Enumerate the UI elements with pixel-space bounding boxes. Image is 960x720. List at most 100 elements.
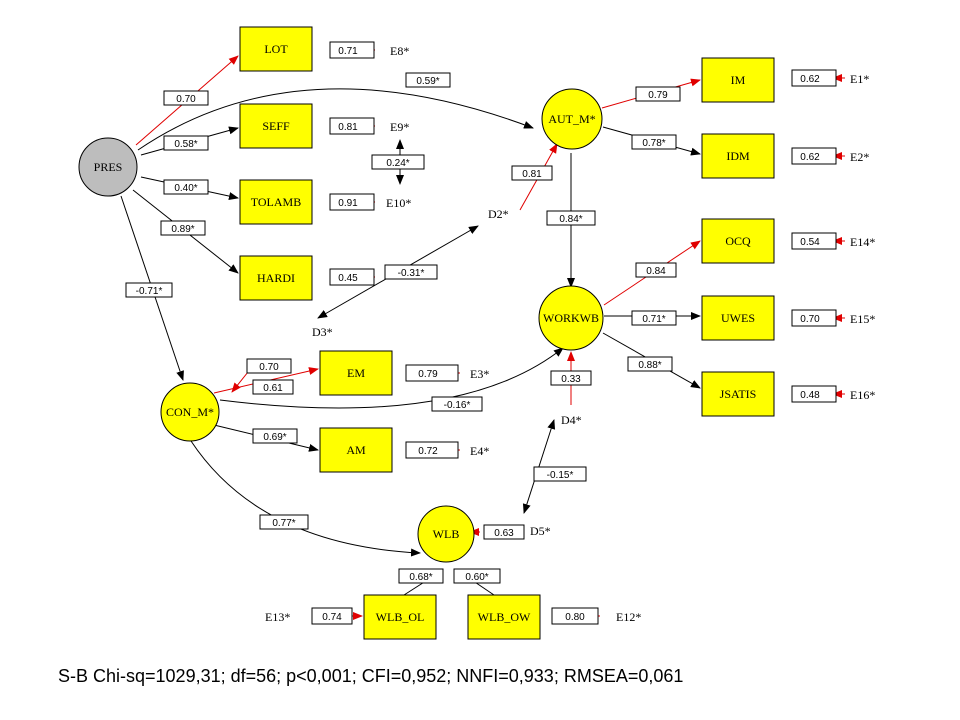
coef-cov-d2-d3: -0.31* [398,268,425,279]
disturbance-d3: D3* [312,325,333,339]
node-jsatis-label: JSATIS [720,387,757,401]
err-value-uwes: 0.70 [800,314,820,325]
err-label-wlb-ol: E13* [265,610,290,624]
err-box-wlb-ow [551,607,599,625]
node-am [319,427,393,473]
node-aut-m-label: AUT_M* [548,112,595,126]
node-ocq [701,218,775,264]
node-con-m-label: CON_M* [166,405,214,419]
err-box-idm [791,147,837,165]
coef-con-em2: 0.61 [263,383,283,394]
coef-box-d2-aut [511,165,553,181]
fit-statistics: S-B Chi-sq=1029,31; df=56; p<0,001; CFI=… [58,666,684,686]
coef-d4-workwb: 0.33 [561,374,581,385]
disturbance-d4: D4* [561,413,582,427]
coef-box-aut-im [635,86,681,102]
arrow-con-workwb [219,347,564,409]
node-idm-label: IDM [726,149,750,163]
node-wlb-ow [467,594,541,640]
coef-box-cov-e9-e10 [371,154,425,170]
err-value-em: 0.79 [418,369,438,380]
err-value-wlb-ol: 0.74 [322,612,342,623]
latent-variables: PRES AUT_M* WORKWB CON_M* WLB [78,88,604,563]
coef-box-d5-wlb [483,524,525,540]
error-terms: 0.71 E8* 0.81 E9* 0.91 E10* 0.45 0.62 E1… [265,41,875,625]
node-wlb-ow-label: WLB_OW [478,610,531,624]
coef-box-con-wlb [259,514,309,530]
node-pres-label: PRES [94,160,123,174]
node-tolamb-label: TOLAMB [251,195,301,209]
node-uwes-label: UWES [721,311,755,325]
err-value-im: 0.62 [800,74,820,85]
err-box-seff [329,117,375,135]
node-lot-label: LOT [264,42,288,56]
coef-con-wlb: 0.77* [272,518,295,529]
err-box-uwes [791,309,837,327]
err-label-wlb-ow: E12* [616,610,641,624]
coef-box-workwb-uwes [631,310,677,326]
err-box-am [405,441,459,459]
disturbance-d5: D5* [530,524,551,538]
coef-pres-con: -0.71* [136,286,163,297]
node-tolamb [239,179,313,225]
node-lot [239,26,313,72]
err-label-jsatis: E16* [850,388,875,402]
err-value-hardi: 0.45 [338,273,358,284]
coef-box-workwb-jsatis [627,356,673,372]
coef-wlb-ol: 0.68* [409,572,432,583]
err-box-lot [329,41,375,59]
coef-pres-lot: 0.70 [176,94,196,105]
coef-workwb-ocq: 0.84 [646,266,666,277]
node-hardi-label: HARDI [257,271,295,285]
coef-box-pres-seff [163,135,209,151]
node-wlb-ol-label: WLB_OL [376,610,425,624]
coef-box-pres-con [125,282,173,298]
coef-pres-seff: 0.58* [174,139,197,150]
node-wlb [417,505,475,563]
err-value-ocq: 0.54 [800,237,820,248]
coef-aut-idm: 0.78* [642,138,665,149]
disturbance-labels: D2* D3* D4* D5* [312,207,582,538]
coef-box-wlb-ol [398,568,444,584]
node-idm [701,133,775,179]
node-workwb [538,285,604,351]
err-box-tolamb [329,193,375,211]
err-label-tolamb: E10* [386,196,411,210]
err-label-im: E1* [850,72,869,86]
node-em [319,350,393,396]
node-aut-m [541,88,603,150]
node-wlb-ol [363,594,437,640]
coef-con-am: 0.69* [263,432,286,443]
coef-pres-aut: 0.59* [416,76,439,87]
coef-box-pres-aut [405,72,451,88]
disturbance-d2: D2* [488,207,509,221]
node-seff [239,103,313,149]
arrow-pres-aut [137,88,534,151]
node-hardi [239,255,313,301]
err-box-ocq [791,232,837,250]
coef-workwb-uwes: 0.71* [642,314,665,325]
err-label-uwes: E15* [850,312,875,326]
coef-d2-aut: 0.81 [522,169,542,180]
err-value-idm: 0.62 [800,152,820,163]
coef-box-con-am [252,428,298,444]
node-uwes [701,295,775,341]
coef-cov-e9-e10: 0.24* [386,158,409,169]
err-box-wlb-ol [311,607,353,625]
err-label-ocq: E14* [850,235,875,249]
observed-variables: LOT SEFF TOLAMB HARDI IM IDM OCQ UWES JS… [239,26,775,640]
node-workwb-label: WORKWB [543,311,599,325]
path-diagram: PRES AUT_M* WORKWB CON_M* WLB LOT SEFF T… [78,26,875,640]
coef-box-wlb-ow [453,568,501,584]
err-value-seff: 0.81 [338,122,358,133]
err-box-im [791,69,837,87]
coef-box-pres-tolamb [163,179,209,195]
coef-box-d4-workwb [550,370,592,386]
coef-box-workwb-ocq [635,262,677,278]
coef-box-con-workwb [431,396,483,412]
coef-box-con-em [246,358,292,374]
node-ocq-label: OCQ [725,234,751,248]
err-value-wlb-ow: 0.80 [565,612,585,623]
coef-aut-workwb: 0.84* [559,214,582,225]
coef-box-aut-idm [631,134,677,150]
